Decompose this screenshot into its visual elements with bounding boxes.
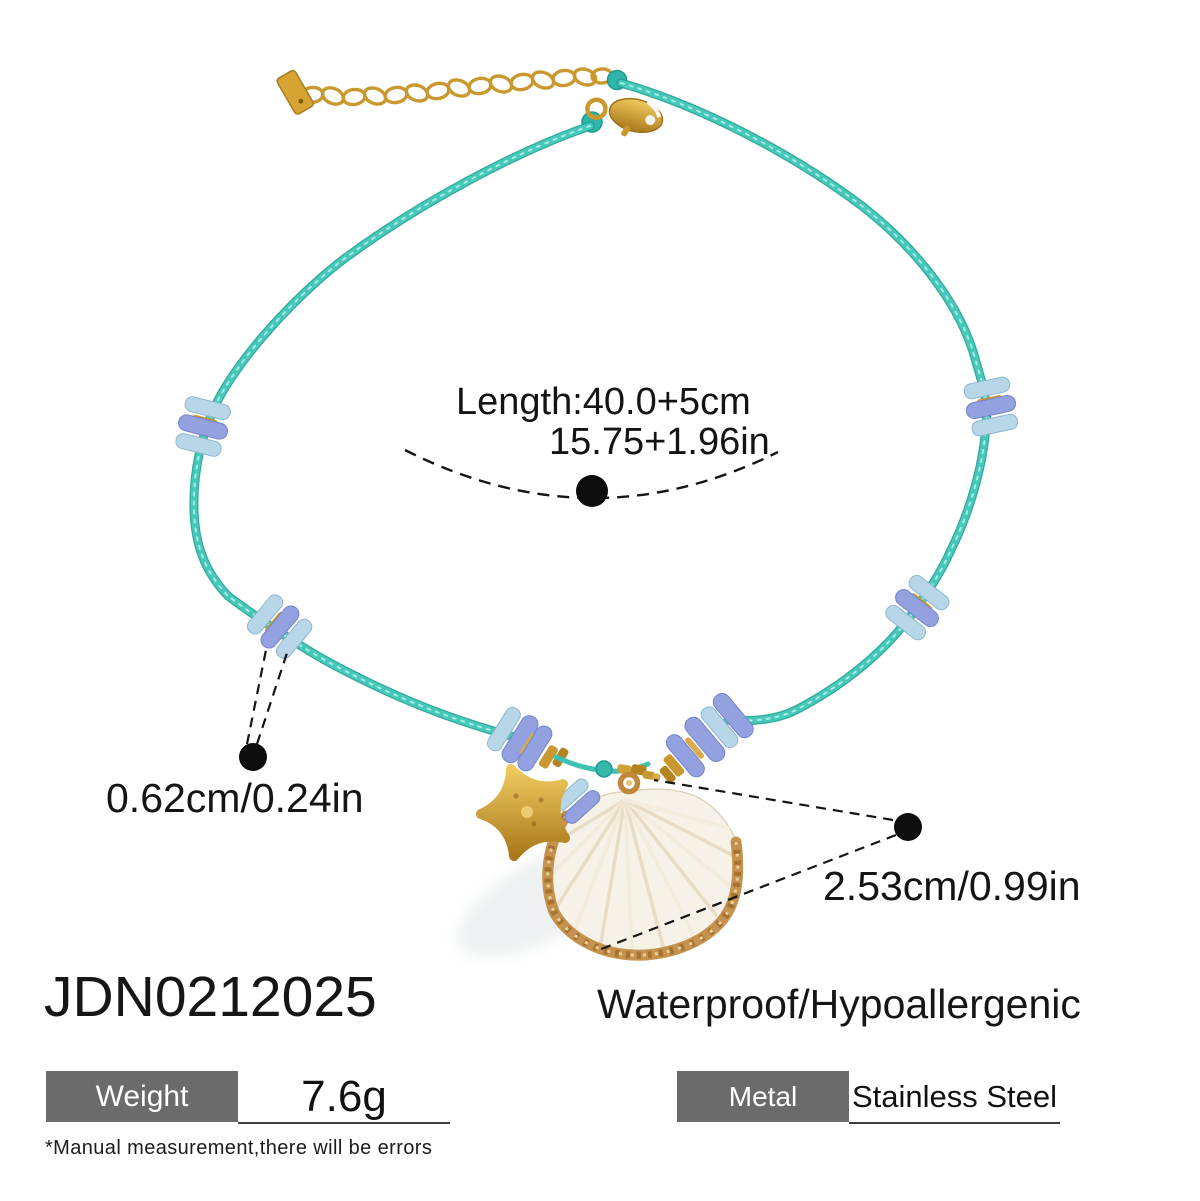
product-sku: JDN0212025 [44,965,377,1029]
bead-cluster-upper-left [175,396,231,457]
disclaimer-note: *Manual measurement,there will be errors [45,1137,433,1159]
pendant-size-annotation: 2.53cm/0.99in [823,863,1081,909]
shell-bail [617,771,641,795]
chain-tag [276,69,314,115]
cord-left [189,121,595,750]
bead-cluster-upper-right [963,376,1019,437]
necklace-photo [175,67,1019,961]
spec-label-weight: Weight [46,1071,238,1122]
pendant-bead-stack-right [659,692,754,784]
gold-spacer-beads [617,764,661,782]
spec-label-metal: Metal [677,1071,849,1122]
cord-knot-pendant [595,760,613,778]
bead-cluster-mid-left [246,594,313,659]
pendant-measure-lines [595,778,897,953]
pendant-measure-dot [894,813,922,841]
extender-chain [299,67,614,107]
feature-text: Waterproof/Hypoallergenic [597,981,1081,1027]
bead-cluster-mid-right [885,574,950,641]
shell-pendant [542,771,744,961]
length-annotation-in: 15.75+1.96in [549,421,770,463]
pendant-bead-stack-left [486,706,569,772]
lobster-clasp [585,97,664,137]
bead-measure-lines [245,649,289,745]
bead-measure-dot [239,743,267,771]
length-measure-dot [576,475,608,507]
length-annotation-cm: Length:40.0+5cm [456,381,751,423]
spec-value-metal: Stainless Steel [849,1071,1060,1124]
starfish-charm [476,764,570,861]
bead-size-annotation: 0.62cm/0.24in [106,775,364,821]
pendant-mini-bead-stack [554,778,601,824]
spec-value-weight: 7.6g [238,1071,450,1124]
cord-right [616,78,991,726]
